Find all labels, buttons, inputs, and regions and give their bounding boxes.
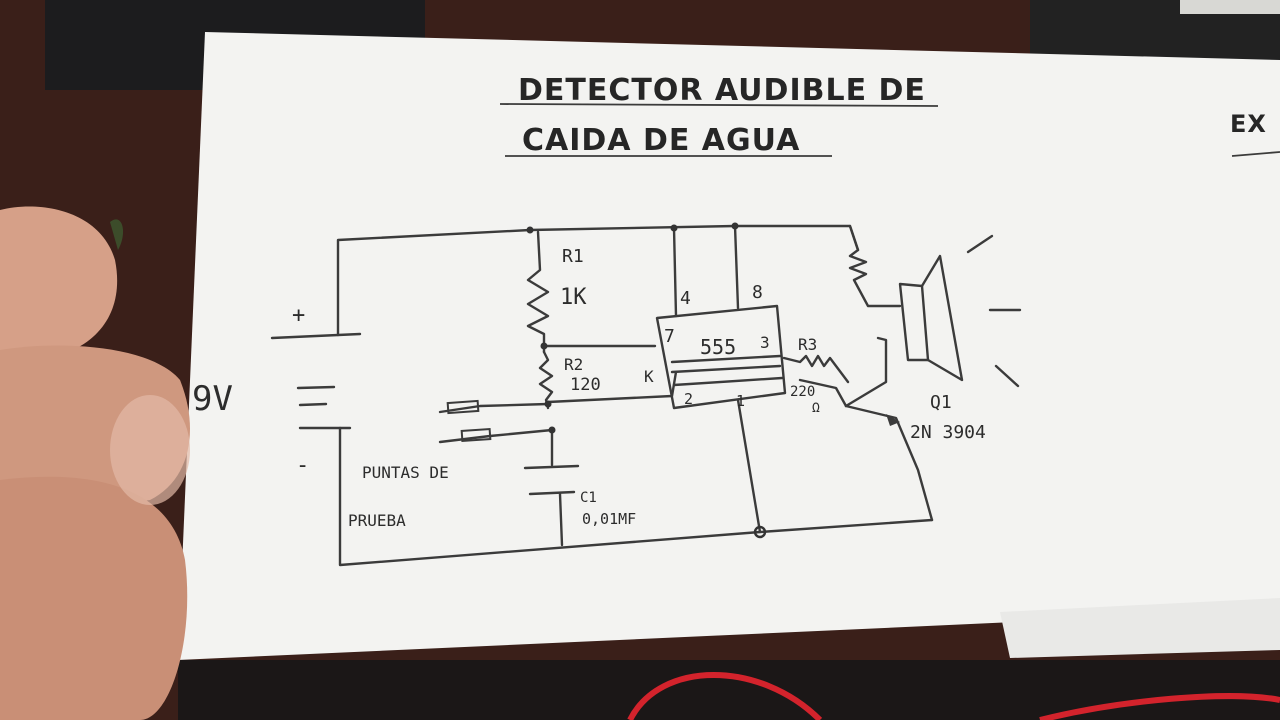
probes-label-line1: PUNTAS DE bbox=[362, 463, 449, 482]
speaker-resistor bbox=[848, 224, 902, 308]
paper-fold bbox=[1000, 598, 1280, 658]
pin4-wire bbox=[672, 226, 678, 318]
battery-plate-1 bbox=[270, 332, 362, 340]
r3-unit-label: Ω bbox=[812, 401, 820, 416]
r3-name-label: R3 bbox=[798, 335, 817, 354]
palm bbox=[0, 476, 188, 720]
pin8-label: 8 bbox=[752, 282, 763, 303]
schematic bbox=[270, 222, 1022, 567]
r3-resistor bbox=[782, 354, 850, 384]
probe-tip-2 bbox=[460, 427, 492, 443]
pin2-label: 2 bbox=[684, 390, 693, 408]
r2-resistor bbox=[538, 350, 554, 410]
finger-index bbox=[0, 206, 118, 362]
sound-wave-3 bbox=[994, 364, 1020, 388]
paper-sheet bbox=[178, 32, 1280, 660]
q1-name-label: Q1 bbox=[930, 392, 952, 413]
r1-value-label: 1K bbox=[560, 285, 587, 310]
junction-dot bbox=[548, 426, 556, 434]
probes-label-line2: PRUEBA bbox=[348, 511, 406, 530]
title-line1: DETECTOR AUDIBLE DE bbox=[518, 73, 926, 108]
pin1-ground-wire bbox=[736, 398, 762, 534]
junction-dot bbox=[670, 224, 678, 232]
corner-text: EX bbox=[1230, 110, 1267, 138]
dark-bottom-surface bbox=[178, 660, 1280, 720]
ic-555-body bbox=[655, 304, 787, 410]
c1-value-label: 0,01MF bbox=[582, 510, 636, 528]
corner-underline bbox=[1231, 151, 1280, 157]
ic-555-label: 555 bbox=[700, 335, 736, 359]
sound-wave-1 bbox=[966, 234, 994, 254]
green-leaf-hint bbox=[110, 219, 124, 250]
c1-name-label: C1 bbox=[580, 490, 597, 506]
pin7-label: 7 bbox=[664, 326, 675, 347]
pin3-label: 3 bbox=[760, 333, 770, 352]
battery-minus-label: - bbox=[296, 453, 309, 478]
thumbnail bbox=[110, 395, 190, 505]
title-line2: CAIDA DE AGUA bbox=[522, 123, 800, 158]
q1-part-label: 2N 3904 bbox=[910, 422, 986, 443]
title-underline-1 bbox=[499, 103, 939, 107]
pin1-label: 1 bbox=[736, 392, 745, 410]
probe-tip-1 bbox=[446, 399, 480, 415]
battery-plate-3 bbox=[298, 402, 328, 407]
r1-name-label: R1 bbox=[562, 246, 584, 267]
q1-emitter-arrow bbox=[886, 414, 900, 426]
pin8-wire bbox=[733, 224, 740, 310]
r1-resistor bbox=[526, 230, 550, 354]
q1-collector bbox=[844, 336, 888, 408]
junction-dot bbox=[526, 226, 534, 234]
capacitor-plate-2 bbox=[528, 490, 576, 496]
capacitor-plate-1 bbox=[523, 464, 580, 470]
q1-emitter bbox=[844, 404, 934, 522]
speaker-cone bbox=[920, 254, 964, 382]
capacitor-lead-bottom bbox=[558, 492, 564, 547]
paper-scrap-top bbox=[1180, 0, 1280, 14]
junction-dot bbox=[544, 400, 552, 408]
red-cable bbox=[627, 672, 823, 720]
ic-inner-line-2 bbox=[670, 364, 782, 374]
junction-dot bbox=[731, 222, 739, 230]
ic-inner-line-1 bbox=[670, 354, 782, 364]
r3-value-label: 220 bbox=[790, 384, 815, 400]
r3-lead bbox=[798, 378, 848, 408]
bottom-rail-wire bbox=[338, 426, 934, 567]
junction-dot bbox=[540, 342, 548, 350]
battery-plus-label: + bbox=[292, 303, 305, 328]
r2-value-label: 120 bbox=[570, 375, 601, 395]
k-label: K bbox=[644, 367, 654, 386]
battery-voltage-label: 9V bbox=[192, 379, 233, 419]
r2-name-label: R2 bbox=[564, 355, 583, 374]
probe-wire-1 bbox=[438, 402, 550, 414]
pin4-label: 4 bbox=[680, 288, 691, 309]
battery-plate-2 bbox=[296, 385, 336, 390]
red-cable-right bbox=[1039, 693, 1280, 720]
schematic-labels: + 9V - R1 1K R2 120 K 4 8 7 555 3 2 1 R3… bbox=[192, 246, 986, 530]
ic-inner-line-3 bbox=[672, 376, 784, 387]
hand-foreground bbox=[0, 206, 190, 720]
junction-dot bbox=[753, 525, 767, 539]
